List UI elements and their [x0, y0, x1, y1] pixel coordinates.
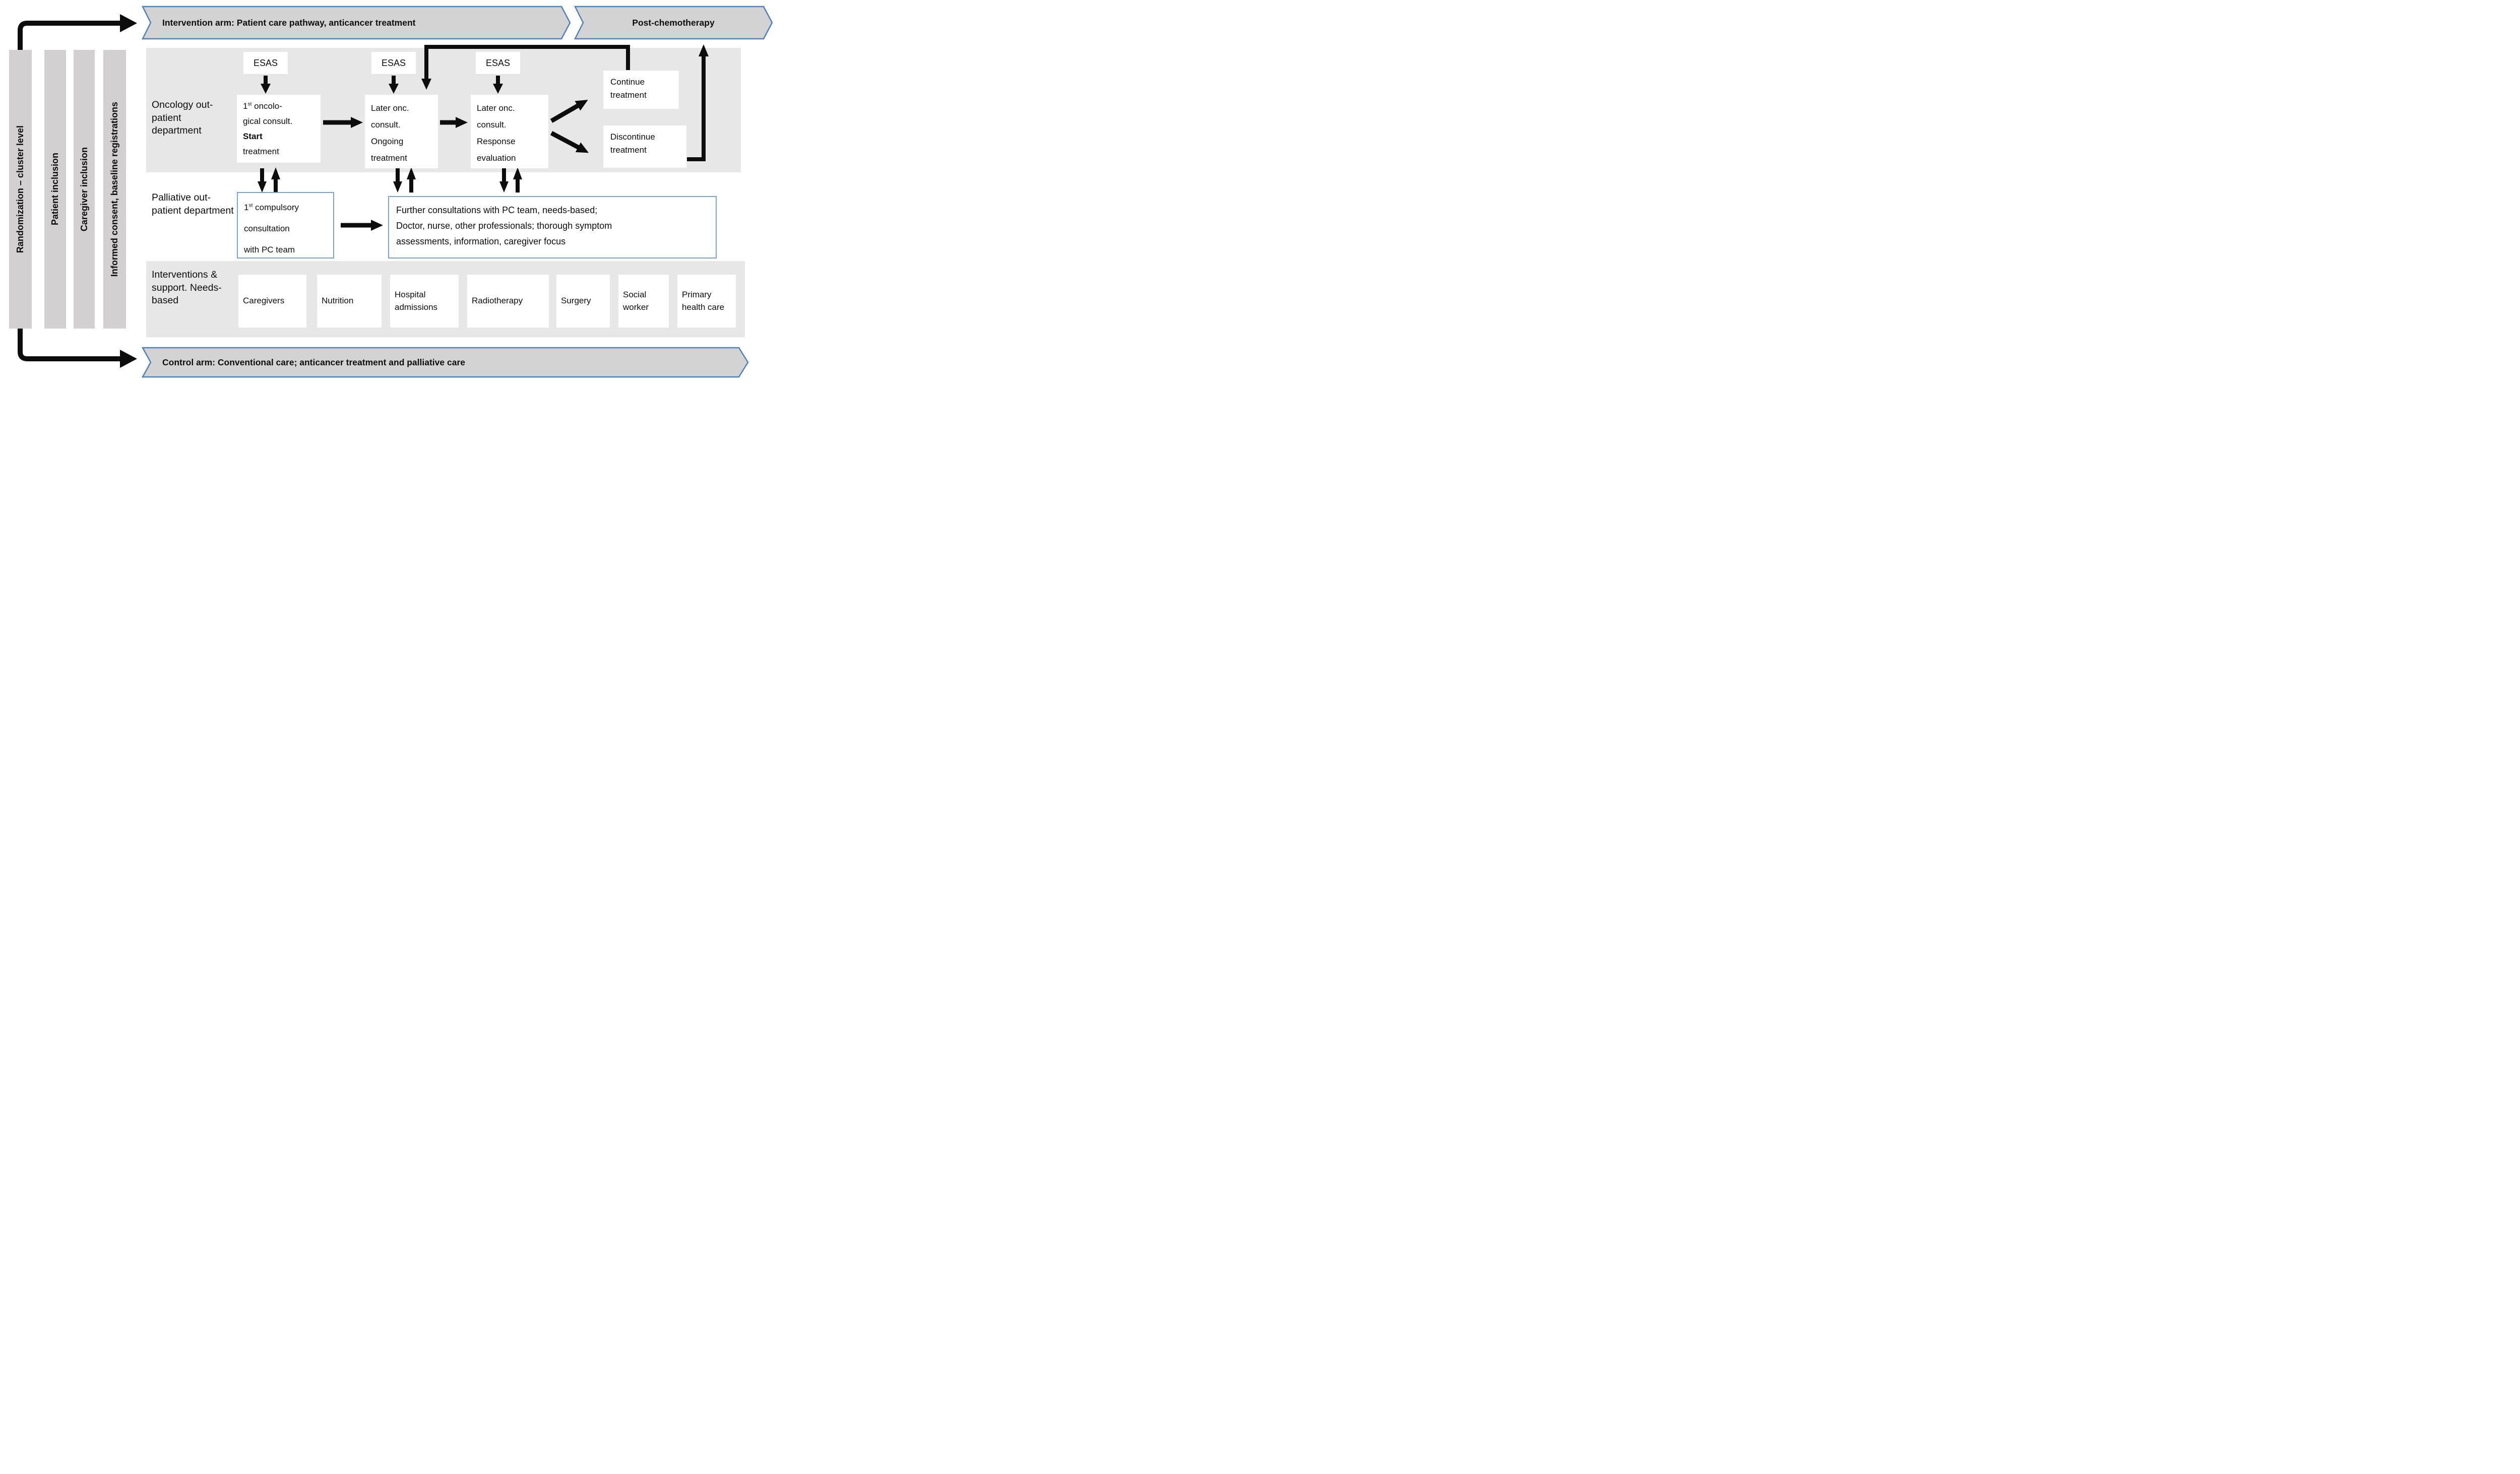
arrow-loop-continue-to-onc2 [421, 45, 630, 90]
trial-flow-diagram: Intervention arm: Patient care pathway, … [0, 0, 786, 386]
arrow-esas1-down [261, 76, 271, 94]
arrow-onc1-palliative-down [258, 168, 267, 193]
superscript-st: st [247, 101, 252, 107]
post-chemotherapy-banner-label: Post-chemotherapy [632, 17, 715, 28]
phase-bar-informed-consent: Informed consent, baseline registrations [103, 50, 126, 329]
arrow-palliative-onc3-up [513, 167, 522, 193]
phase-bar-randomization: Randomization – cluster level [9, 50, 32, 329]
first-oncological-consult-box: 1st oncolo- gical consult. Start treatme… [237, 95, 321, 163]
arrow-onc2-palliative-down [393, 168, 402, 193]
control-arm-banner-shape [141, 347, 749, 378]
arrow-pc1-to-pc2 [341, 220, 383, 231]
intervention-item-social-worker: Social worker [618, 275, 669, 328]
arrow-onc2-to-onc3 [440, 117, 468, 128]
arrow-discontinue-to-postchemo [687, 44, 709, 161]
first-onc-line2: gical consult. [243, 116, 293, 126]
palliative-department-label: Palliative out-patient department [152, 192, 234, 216]
post-chemotherapy-banner-shape [574, 6, 773, 40]
later-onc-ongoing-box: Later onc. consult. Ongoing treatment [365, 95, 438, 168]
arrow-randomization-to-intervention [18, 14, 137, 56]
further-consultations-box: Further consultations with PC team, need… [388, 196, 717, 259]
arrow-palliative-onc2-up [407, 167, 416, 193]
pc1-line1: 1st compulsory [244, 203, 299, 212]
esas-box-2: ESAS [371, 52, 416, 74]
arrow-esas3-down [493, 76, 503, 94]
arrow-randomization-to-control [18, 322, 137, 368]
phase-bar-patient-inclusion-label: Patient inclusion [50, 153, 60, 226]
continue-treatment-box: Continue treatment [603, 71, 679, 109]
first-onc-start-bold: Start [243, 132, 263, 141]
arrow-onc1-to-onc2 [323, 117, 363, 128]
phase-bar-randomization-label: Randomization – cluster level [15, 125, 25, 253]
phase-bar-informed-consent-label: Informed consent, baseline registrations [109, 101, 119, 277]
intervention-item-surgery: Surgery [556, 275, 610, 328]
intervention-item-hospital-admissions: Hospital admissions [390, 275, 459, 328]
intervention-arm-banner-label: Intervention arm: Patient care pathway, … [162, 17, 416, 28]
intervention-item-nutrition: Nutrition [317, 275, 382, 328]
superscript-st: st [248, 203, 253, 209]
first-onc-line4: treatment [243, 147, 279, 156]
intervention-item-caregivers: Caregivers [238, 275, 306, 328]
intervention-item-radiotherapy: Radiotherapy [467, 275, 549, 328]
arrow-palliative-onc1-up [271, 167, 280, 193]
phase-bar-caregiver-inclusion: Caregiver inclusion [74, 50, 95, 329]
discontinue-treatment-box: Discontinue treatment [603, 125, 686, 168]
first-onc-line1: 1st oncolo- [243, 101, 282, 111]
esas-box-3: ESAS [476, 52, 520, 74]
arrow-response-to-discontinue [550, 131, 589, 153]
oncology-department-label: Oncology out-patient department [152, 99, 213, 137]
phase-bar-caregiver-inclusion-label: Caregiver inclusion [79, 147, 89, 232]
later-onc-response-box: Later onc. consult. Response evaluation [471, 95, 548, 168]
interventions-support-label: Interventions & support. Needs-based [152, 269, 222, 306]
arrow-response-to-continue [550, 100, 588, 123]
arrow-onc3-palliative-down [499, 168, 509, 193]
arrow-esas2-down [389, 76, 399, 94]
first-compulsory-consultation-box: 1st compulsory consultation with PC team [237, 192, 334, 259]
control-arm-banner-label: Control arm: Conventional care; anticanc… [162, 357, 466, 367]
phase-bar-patient-inclusion: Patient inclusion [44, 50, 66, 329]
esas-box-1: ESAS [243, 52, 288, 74]
intervention-item-primary-health-care: Primary health care [677, 275, 736, 328]
intervention-arm-banner-shape [141, 6, 571, 40]
connector-layer [18, 6, 773, 378]
